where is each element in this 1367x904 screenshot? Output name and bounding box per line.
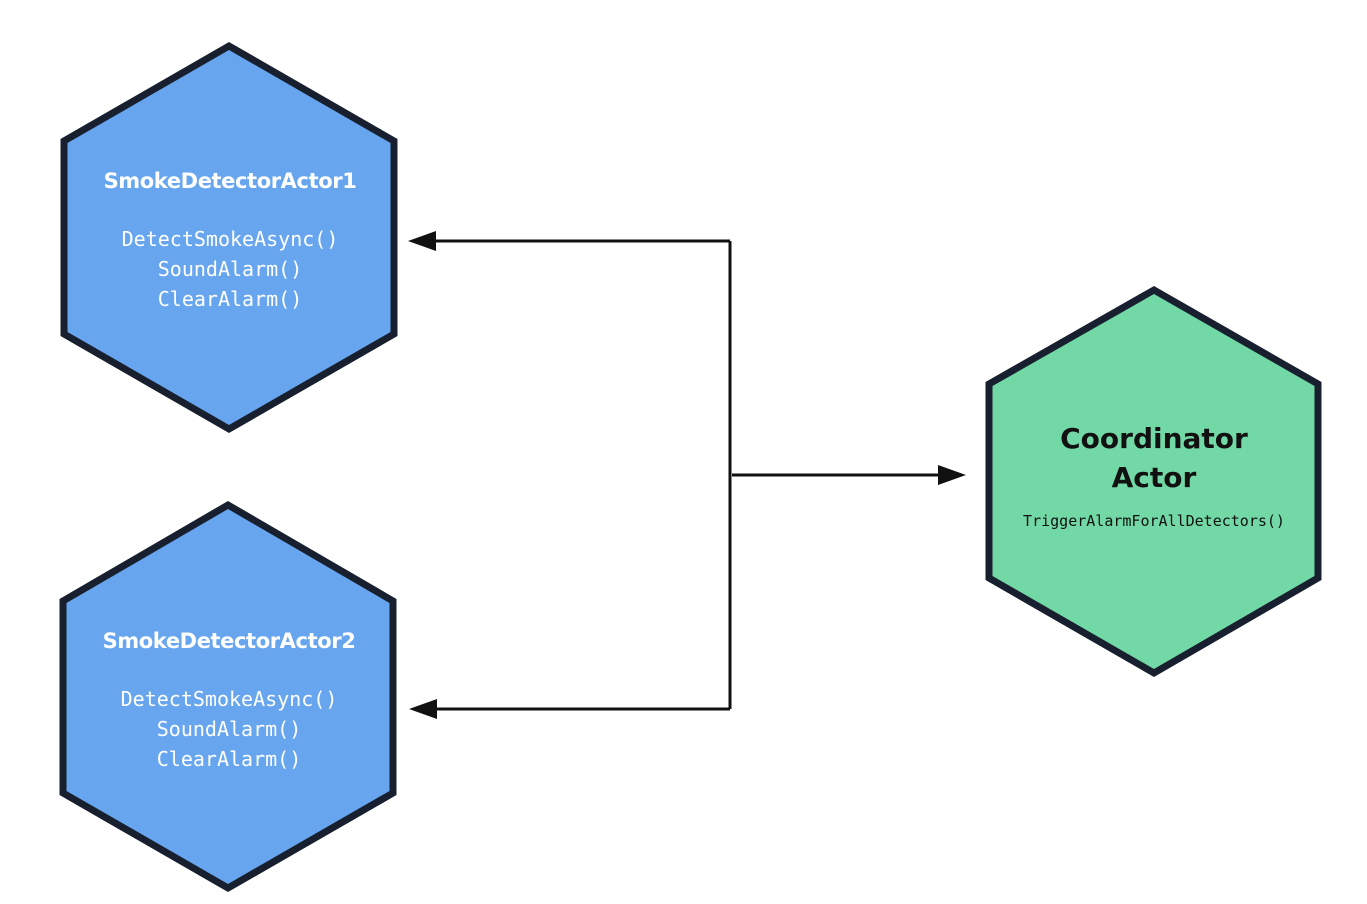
- smoke-detector-actor-2-title: SmokeDetectorActor2: [103, 629, 356, 653]
- smoke-detector-actor-2-hexagon: [59, 500, 397, 893]
- smoke-detector-actor-2-node: SmokeDetectorActor2 DetectSmokeAsync() S…: [59, 500, 397, 893]
- coordinator-actor-node: Coordinator Actor TriggerAlarmForAllDete…: [985, 285, 1322, 678]
- smoke-detector-actor-1-hexagon: [60, 41, 398, 434]
- connector-lines: [408, 231, 966, 719]
- smoke-detector-actor-1-node: SmokeDetectorActor1 DetectSmokeAsync() S…: [60, 41, 398, 434]
- arrowhead-to-coordinator: [938, 465, 966, 485]
- coordinator-actor-method: TriggerAlarmForAllDetectors(): [1023, 512, 1285, 530]
- coordinator-actor-title-line: Coordinator: [1060, 422, 1248, 455]
- coordinator-actor-title-line: Actor: [1112, 461, 1197, 494]
- smoke-detector-actor-1-method: DetectSmokeAsync(): [122, 227, 339, 251]
- smoke-detector-actor-2-method: DetectSmokeAsync(): [121, 687, 338, 711]
- arrowhead-to-detector-2: [409, 699, 437, 719]
- smoke-detector-actor-1-method: SoundAlarm(): [158, 257, 303, 281]
- smoke-detector-actor-2-method: ClearAlarm(): [157, 747, 302, 771]
- coordinator-actor-hexagon: [985, 285, 1322, 678]
- smoke-detector-actor-1-title: SmokeDetectorActor1: [104, 169, 357, 193]
- smoke-detector-actor-2-method: SoundAlarm(): [157, 717, 302, 741]
- arrowhead-to-detector-1: [408, 231, 436, 251]
- smoke-detector-actor-1-method: ClearAlarm(): [158, 287, 303, 311]
